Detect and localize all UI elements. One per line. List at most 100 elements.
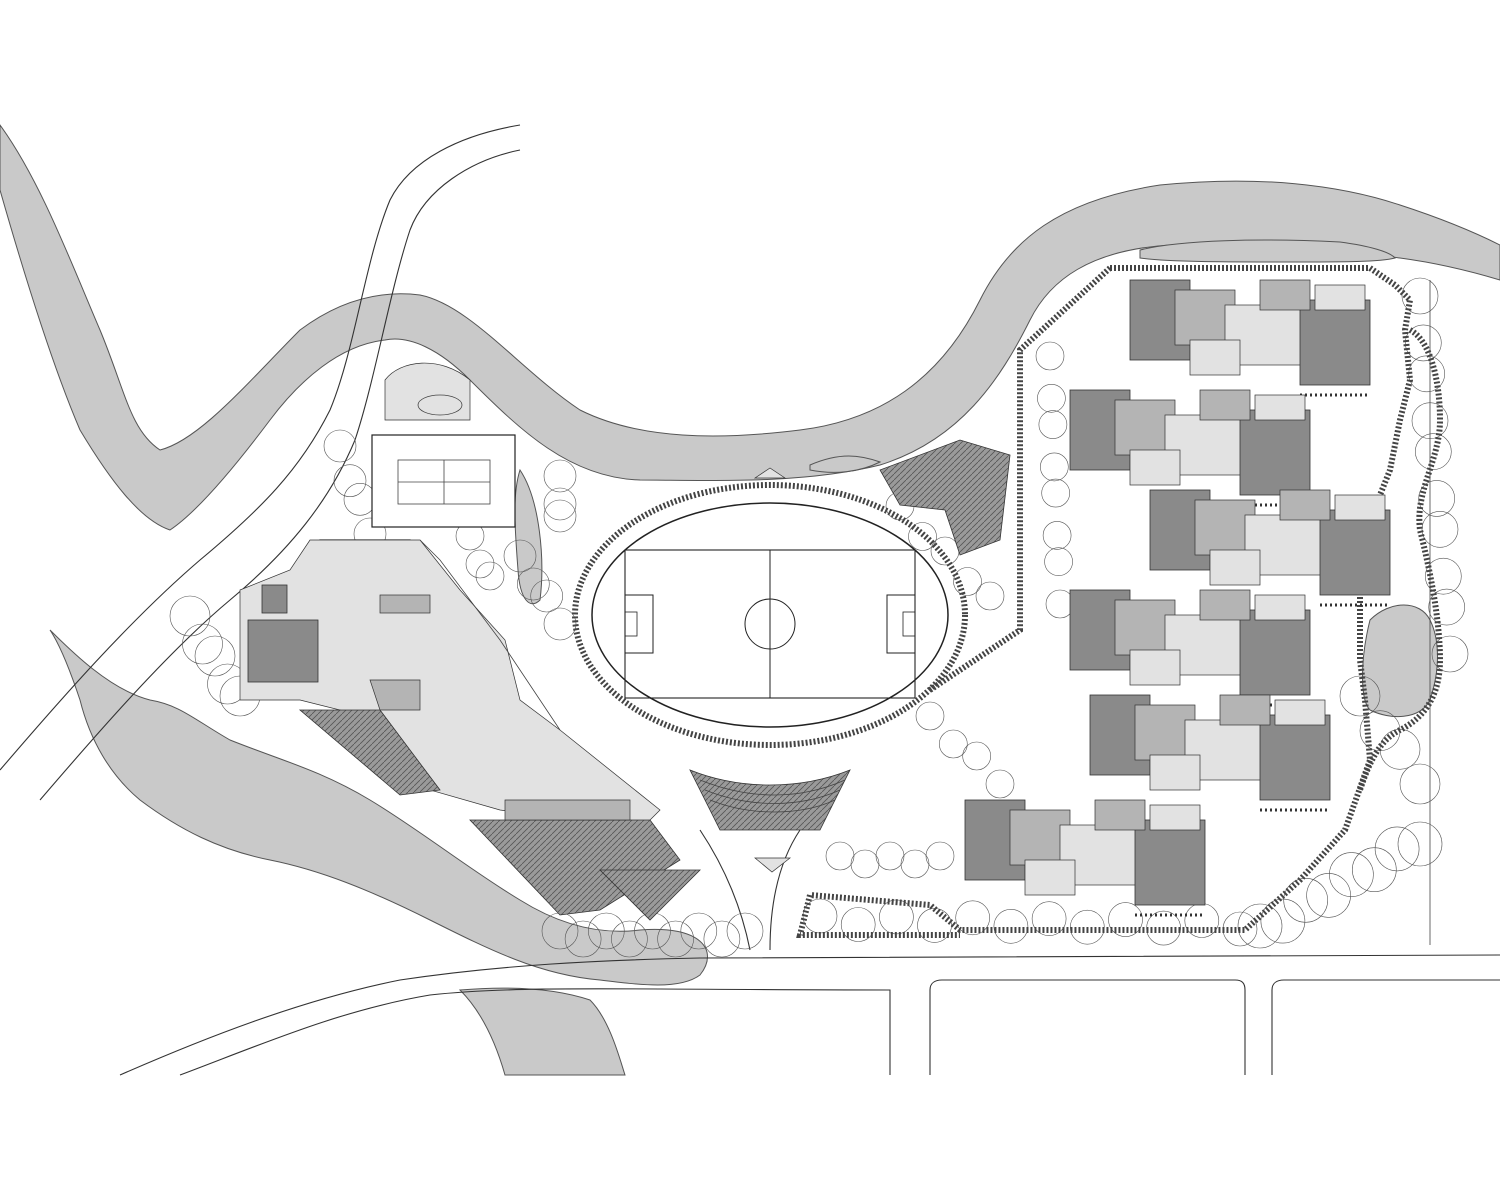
- villa-block: [1209, 549, 1261, 586]
- tree: [900, 849, 930, 879]
- tree: [1283, 877, 1328, 923]
- villa-block: [1319, 509, 1391, 596]
- tree: [543, 459, 577, 493]
- tree: [1044, 547, 1073, 577]
- tree: [1425, 557, 1462, 595]
- tree: [1428, 588, 1465, 626]
- tree: [1418, 480, 1455, 517]
- tree: [475, 561, 505, 591]
- villa-block: [1254, 394, 1306, 421]
- villa-block: [1199, 389, 1251, 421]
- tree: [1041, 478, 1070, 508]
- villa-block: [1129, 449, 1181, 486]
- tree: [1431, 635, 1469, 673]
- tree: [1352, 847, 1397, 893]
- tree: [543, 499, 577, 533]
- tree: [530, 579, 564, 613]
- villa: [1149, 489, 1391, 607]
- tree: [1040, 452, 1069, 482]
- stadium: [572, 467, 968, 873]
- tree: [1306, 873, 1351, 918]
- villa-block: [1254, 594, 1306, 621]
- tree: [962, 741, 992, 771]
- villa-block: [1299, 299, 1371, 386]
- tree: [503, 539, 537, 573]
- tree: [840, 907, 876, 942]
- villa: [1069, 589, 1311, 707]
- villa-development: [796, 265, 1444, 938]
- tree: [1379, 728, 1421, 770]
- tree: [680, 912, 718, 950]
- tree: [1237, 903, 1283, 949]
- tree: [587, 912, 625, 950]
- villa-block: [1149, 804, 1201, 831]
- tree: [1108, 902, 1143, 937]
- tree: [1037, 383, 1066, 413]
- tree: [1415, 433, 1452, 470]
- tree: [1042, 521, 1072, 550]
- tree: [908, 522, 937, 551]
- tree: [875, 841, 905, 871]
- tree: [850, 849, 880, 879]
- villa-block: [1189, 339, 1241, 376]
- tree: [915, 701, 945, 731]
- tree: [938, 729, 968, 759]
- tree: [703, 920, 741, 958]
- tree: [975, 581, 1005, 611]
- villa-block: [1334, 494, 1386, 521]
- tree: [1397, 821, 1443, 867]
- tree: [1038, 410, 1068, 439]
- tree: [1421, 510, 1459, 548]
- villa-block: [1094, 799, 1146, 831]
- villa: [964, 799, 1206, 917]
- tree: [1411, 402, 1449, 440]
- villa-block: [1239, 409, 1311, 496]
- villa-block: [1314, 284, 1366, 311]
- football-pitch: [624, 549, 916, 699]
- tree: [985, 769, 1015, 799]
- tree: [323, 429, 357, 463]
- villa-block: [1129, 649, 1181, 686]
- tree: [543, 487, 577, 521]
- tree: [182, 623, 223, 665]
- tree: [516, 567, 550, 601]
- tree: [1035, 341, 1065, 371]
- villa: [1129, 279, 1371, 397]
- tree: [925, 841, 955, 871]
- villa-block: [1259, 279, 1311, 311]
- villa-block: [1279, 489, 1331, 521]
- tree: [825, 841, 855, 871]
- tree: [1405, 324, 1442, 362]
- tree: [930, 536, 960, 566]
- tree: [1260, 898, 1306, 944]
- villa-block: [1024, 859, 1076, 896]
- tree: [543, 607, 577, 641]
- tree: [1339, 675, 1381, 717]
- tree: [1401, 277, 1439, 315]
- tree: [1184, 903, 1220, 938]
- tree: [194, 635, 236, 677]
- villa-block: [1274, 699, 1326, 726]
- villa-block: [1134, 819, 1206, 906]
- tree: [1399, 763, 1441, 805]
- tennis-court: [371, 434, 516, 528]
- tree: [333, 464, 367, 498]
- tree: [169, 595, 211, 637]
- tree: [953, 567, 982, 596]
- tree: [657, 920, 694, 958]
- roads: [0, 124, 1500, 1076]
- villa-block: [1239, 609, 1311, 696]
- villa: [1089, 694, 1331, 812]
- plaza: [879, 439, 1011, 556]
- tree: [726, 912, 764, 950]
- tree: [1329, 852, 1374, 897]
- tree: [993, 908, 1029, 944]
- tree: [343, 482, 377, 516]
- villa-block: [1219, 694, 1271, 726]
- villa-block: [1149, 754, 1201, 791]
- river: [0, 124, 1500, 1076]
- tree: [465, 549, 495, 579]
- sports-complex: [239, 362, 701, 921]
- villa: [1069, 389, 1311, 507]
